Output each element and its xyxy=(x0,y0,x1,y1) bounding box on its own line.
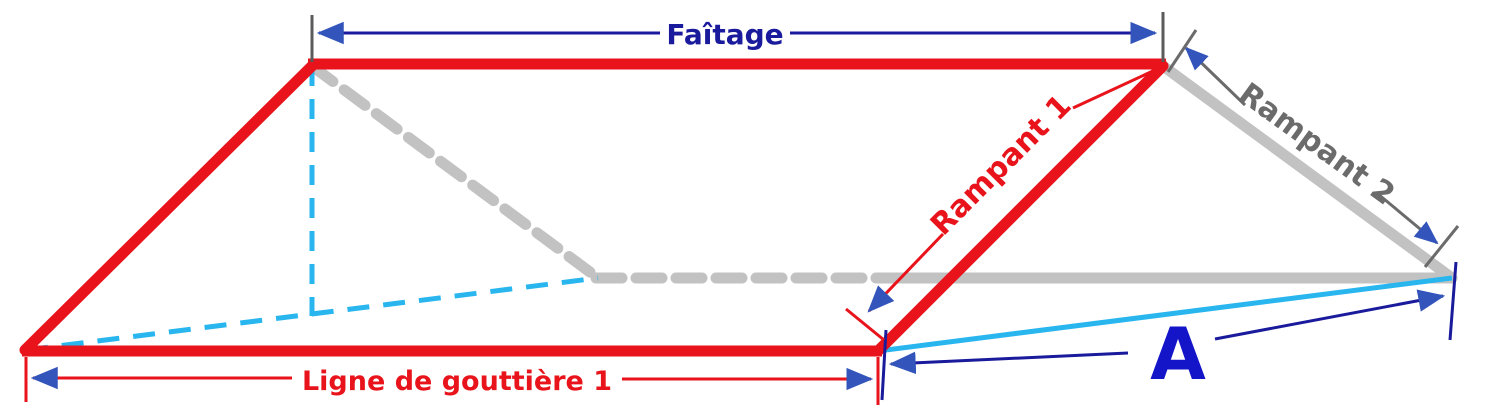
hidden-back-edges xyxy=(306,60,886,284)
rampant-1-label: Rampant 1 xyxy=(924,88,1078,242)
front-roof-plane-outline xyxy=(19,58,1169,357)
a-ext-left xyxy=(880,329,888,401)
cyan-reference-lines xyxy=(25,66,1453,354)
rampant-1-leader-lower xyxy=(867,232,945,313)
right-roof-plane-edges xyxy=(876,60,1458,284)
rampant-1-edge xyxy=(872,60,1169,357)
ligne-de-gouttiere-1-label: Ligne de gouttière 1 xyxy=(302,366,612,397)
diagonal-reference-left xyxy=(25,275,599,353)
rampant-1-annotation: Rampant 1 xyxy=(845,68,1156,342)
rampant-2-edge xyxy=(1157,60,1458,284)
rampant-1-tick-lower xyxy=(845,307,885,342)
hip-left-front xyxy=(19,60,318,356)
faitage-label: Faîtage xyxy=(666,18,783,51)
rampant-2-tick-upper xyxy=(1166,29,1198,73)
front-gutter-reference-right xyxy=(877,275,1453,354)
rampant-2-label: Rampant 2 xyxy=(1232,76,1401,212)
rampant-2-tick-lower xyxy=(1423,225,1460,268)
dimension-a-label: A xyxy=(1150,312,1206,396)
rampant-2-annotation: Rampant 2 xyxy=(1166,29,1460,268)
ridge-dimension-group: Faîtage xyxy=(310,12,1165,62)
rampant-2-leader-upper xyxy=(1184,46,1247,107)
rampant-1-leader-upper xyxy=(1072,68,1156,110)
rampant-2-leader-lower xyxy=(1377,192,1439,245)
a-dimension-group: A xyxy=(880,261,1458,401)
a-ext-right xyxy=(1448,261,1458,341)
gutter-dimension-group: Ligne de gouttière 1 xyxy=(24,357,880,405)
a-dim-line-left xyxy=(888,351,1129,375)
a-dim-line-right xyxy=(1214,289,1446,341)
hidden-hip-left-back xyxy=(306,60,604,284)
